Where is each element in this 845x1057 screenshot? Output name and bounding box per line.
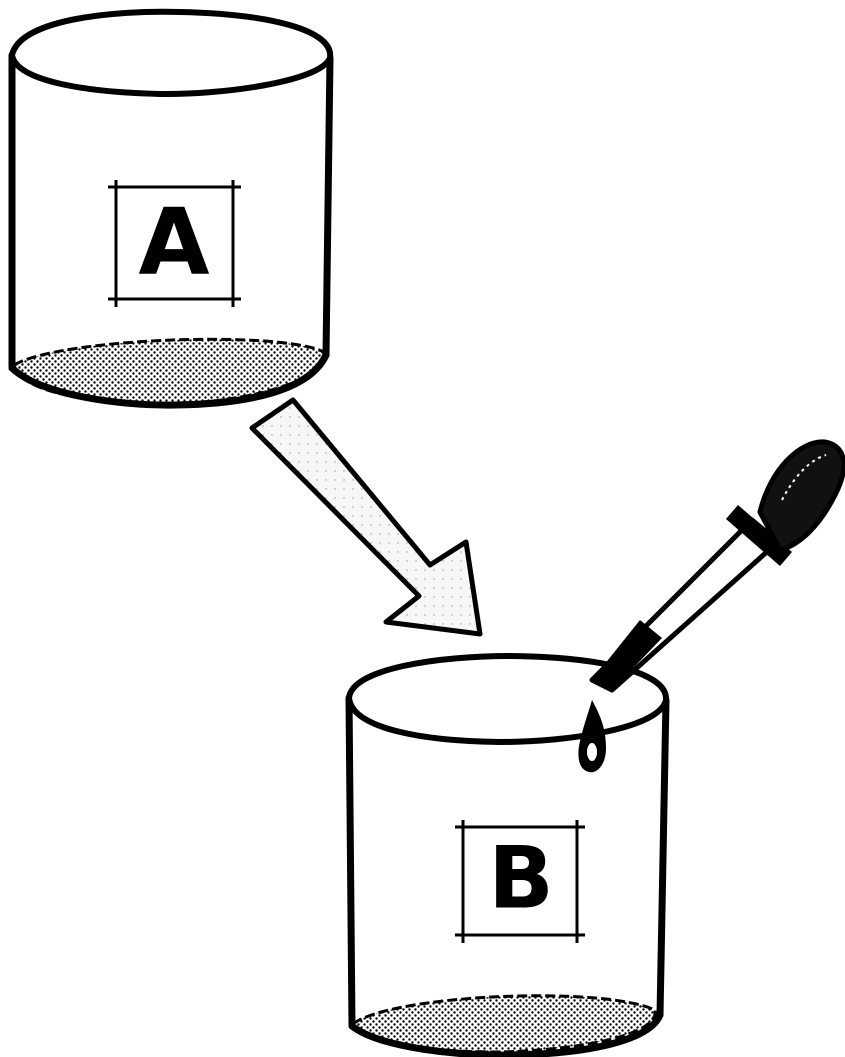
container-a-bottom-rim — [8, 351, 330, 409]
container-b-label-box — [461, 825, 579, 937]
container-a-label-box-corners — [108, 180, 241, 307]
dropper-bulb — [757, 439, 845, 553]
container-b: B — [345, 652, 670, 1057]
container-b-body — [345, 694, 670, 1030]
container-a: A — [8, 8, 334, 409]
container-a-body — [8, 51, 334, 372]
dropper-liquid — [592, 620, 662, 690]
container-b-bottom-rim — [348, 1011, 664, 1057]
container-a-label: A — [138, 188, 209, 295]
transfer-arrow — [249, 397, 483, 637]
dropper-collar — [726, 505, 792, 566]
container-b-label-box-corners — [455, 820, 585, 943]
drop — [578, 700, 606, 773]
container-a-label-box — [114, 185, 235, 301]
drop-highlight — [587, 743, 597, 761]
transfer-arrow-shape — [249, 397, 483, 637]
container-b-label: B — [488, 828, 554, 928]
container-a-top — [8, 8, 334, 98]
dropper-bulb-highlight — [781, 454, 827, 501]
dropper — [578, 439, 845, 773]
